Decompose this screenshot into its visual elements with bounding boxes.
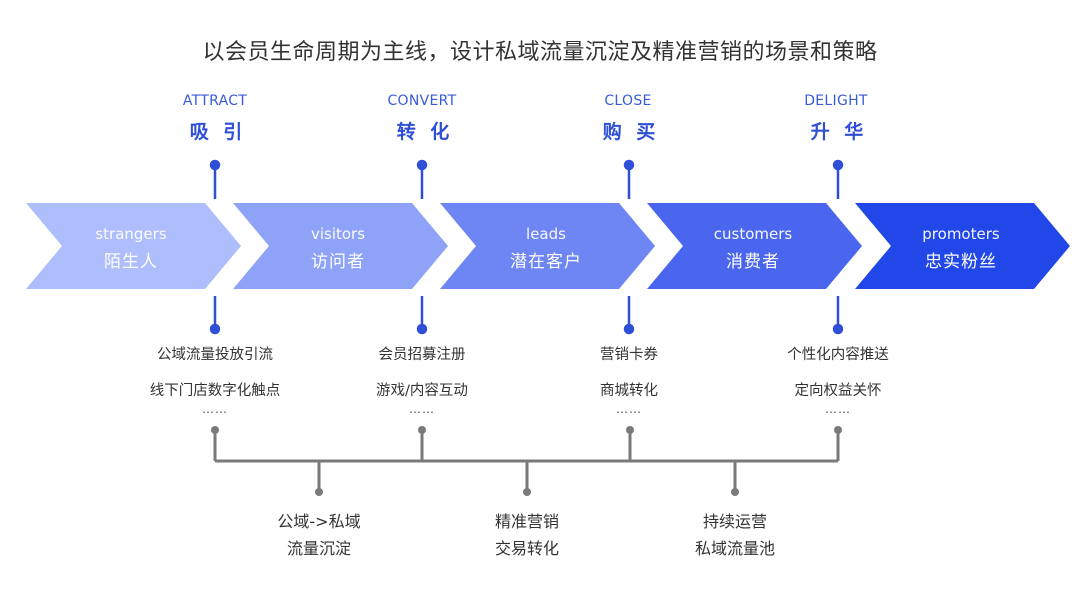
chevron-cn: 忠实粉丝 <box>925 252 997 272</box>
bracket-down-dot-2 <box>523 488 531 496</box>
tactic-convert-2: 游戏/内容互动 <box>376 383 468 399</box>
goal-precision-marketing: 精准营销 交易转化 <box>442 508 612 562</box>
goal-traffic-settle: 公域->私域 流量沉淀 <box>234 508 404 562</box>
tactic-close-more: …… <box>616 402 642 416</box>
diagram-title: 以会员生命周期为主线，设计私域流量沉淀及精准营销的场景和策略 <box>202 40 878 65</box>
chevron-en: customers <box>713 225 793 243</box>
tactic-delight-more: …… <box>825 402 851 416</box>
goal-line: 持续运营 <box>702 512 767 531</box>
chevron-strangers <box>26 203 241 289</box>
chevron-visitors <box>233 203 448 289</box>
tactic-delight-1: 个性化内容推送 <box>787 347 889 363</box>
stage-delight-cn: 升 华 <box>810 121 868 143</box>
bracket-up-dot-4 <box>834 426 842 434</box>
lower-marker-dot-2 <box>416 323 428 335</box>
chevron-label-leads: leads 潜在客户 <box>456 225 636 272</box>
stage-attract-en: ATTRACT <box>182 93 248 109</box>
tactic-attract-more: …… <box>202 402 228 416</box>
chevron-customers <box>647 203 862 289</box>
chevron-cn: 访问者 <box>311 252 365 272</box>
stage-close-cn: 购 买 <box>602 121 660 143</box>
tactic-attract-1: 公域流量投放引流 <box>157 347 273 363</box>
goal-line: 精准营销 <box>494 512 559 531</box>
bracket-up-dot-1 <box>211 426 219 434</box>
goal-continuous-ops: 持续运营 私域流量池 <box>650 508 820 562</box>
chevron-label-strangers: strangers 陌生人 <box>41 225 221 272</box>
tactic-convert-more: …… <box>409 402 435 416</box>
stage-convert-en: CONVERT <box>387 93 457 109</box>
goal-line: 公域->私域 <box>277 512 361 531</box>
chevron-label-customers: customers 消费者 <box>663 225 843 272</box>
lower-marker-dot-4 <box>832 323 844 335</box>
stage-convert-cn: 转 化 <box>396 121 454 143</box>
chevron-cn: 消费者 <box>726 252 780 272</box>
chevron-en: promoters <box>922 225 1000 243</box>
top-marker-dot-3 <box>623 159 635 171</box>
goal-line: 私域流量池 <box>694 539 775 558</box>
chevron-leads <box>440 203 655 289</box>
stage-attract-cn: 吸 引 <box>189 121 247 143</box>
bracket-down-dot-3 <box>731 488 739 496</box>
chevron-label-visitors: visitors 访问者 <box>248 225 428 272</box>
top-marker-dot-2 <box>416 159 428 171</box>
bracket-up-dot-2 <box>418 426 426 434</box>
top-marker-dot-4 <box>832 159 844 171</box>
tactic-close-2: 商城转化 <box>600 383 658 399</box>
goal-line: 流量沉淀 <box>286 539 351 558</box>
bracket-down-dot-1 <box>315 488 323 496</box>
bracket-up-dot-3 <box>626 426 634 434</box>
chevron-promoters <box>855 203 1070 289</box>
tactic-close-1: 营销卡券 <box>600 347 658 363</box>
chevron-en: visitors <box>310 225 366 243</box>
chevron-en: strangers <box>95 225 167 243</box>
chevron-cn: 陌生人 <box>104 252 158 272</box>
tactic-attract-2: 线下门店数字化触点 <box>149 383 281 399</box>
tactic-delight-2: 定向权益关怀 <box>794 383 882 399</box>
stage-delight-en: DELIGHT <box>804 93 868 109</box>
lower-marker-dot-3 <box>623 323 635 335</box>
chevron-cn: 潜在客户 <box>510 252 582 272</box>
lower-marker-dot-1 <box>209 323 221 335</box>
stage-close-en: CLOSE <box>604 93 652 109</box>
goal-line: 交易转化 <box>494 539 559 558</box>
tactic-convert-1: 会员招募注册 <box>378 347 466 363</box>
chevron-label-promoters: promoters 忠实粉丝 <box>871 225 1051 272</box>
chevron-en: leads <box>526 225 566 243</box>
top-marker-dot-1 <box>209 159 221 171</box>
